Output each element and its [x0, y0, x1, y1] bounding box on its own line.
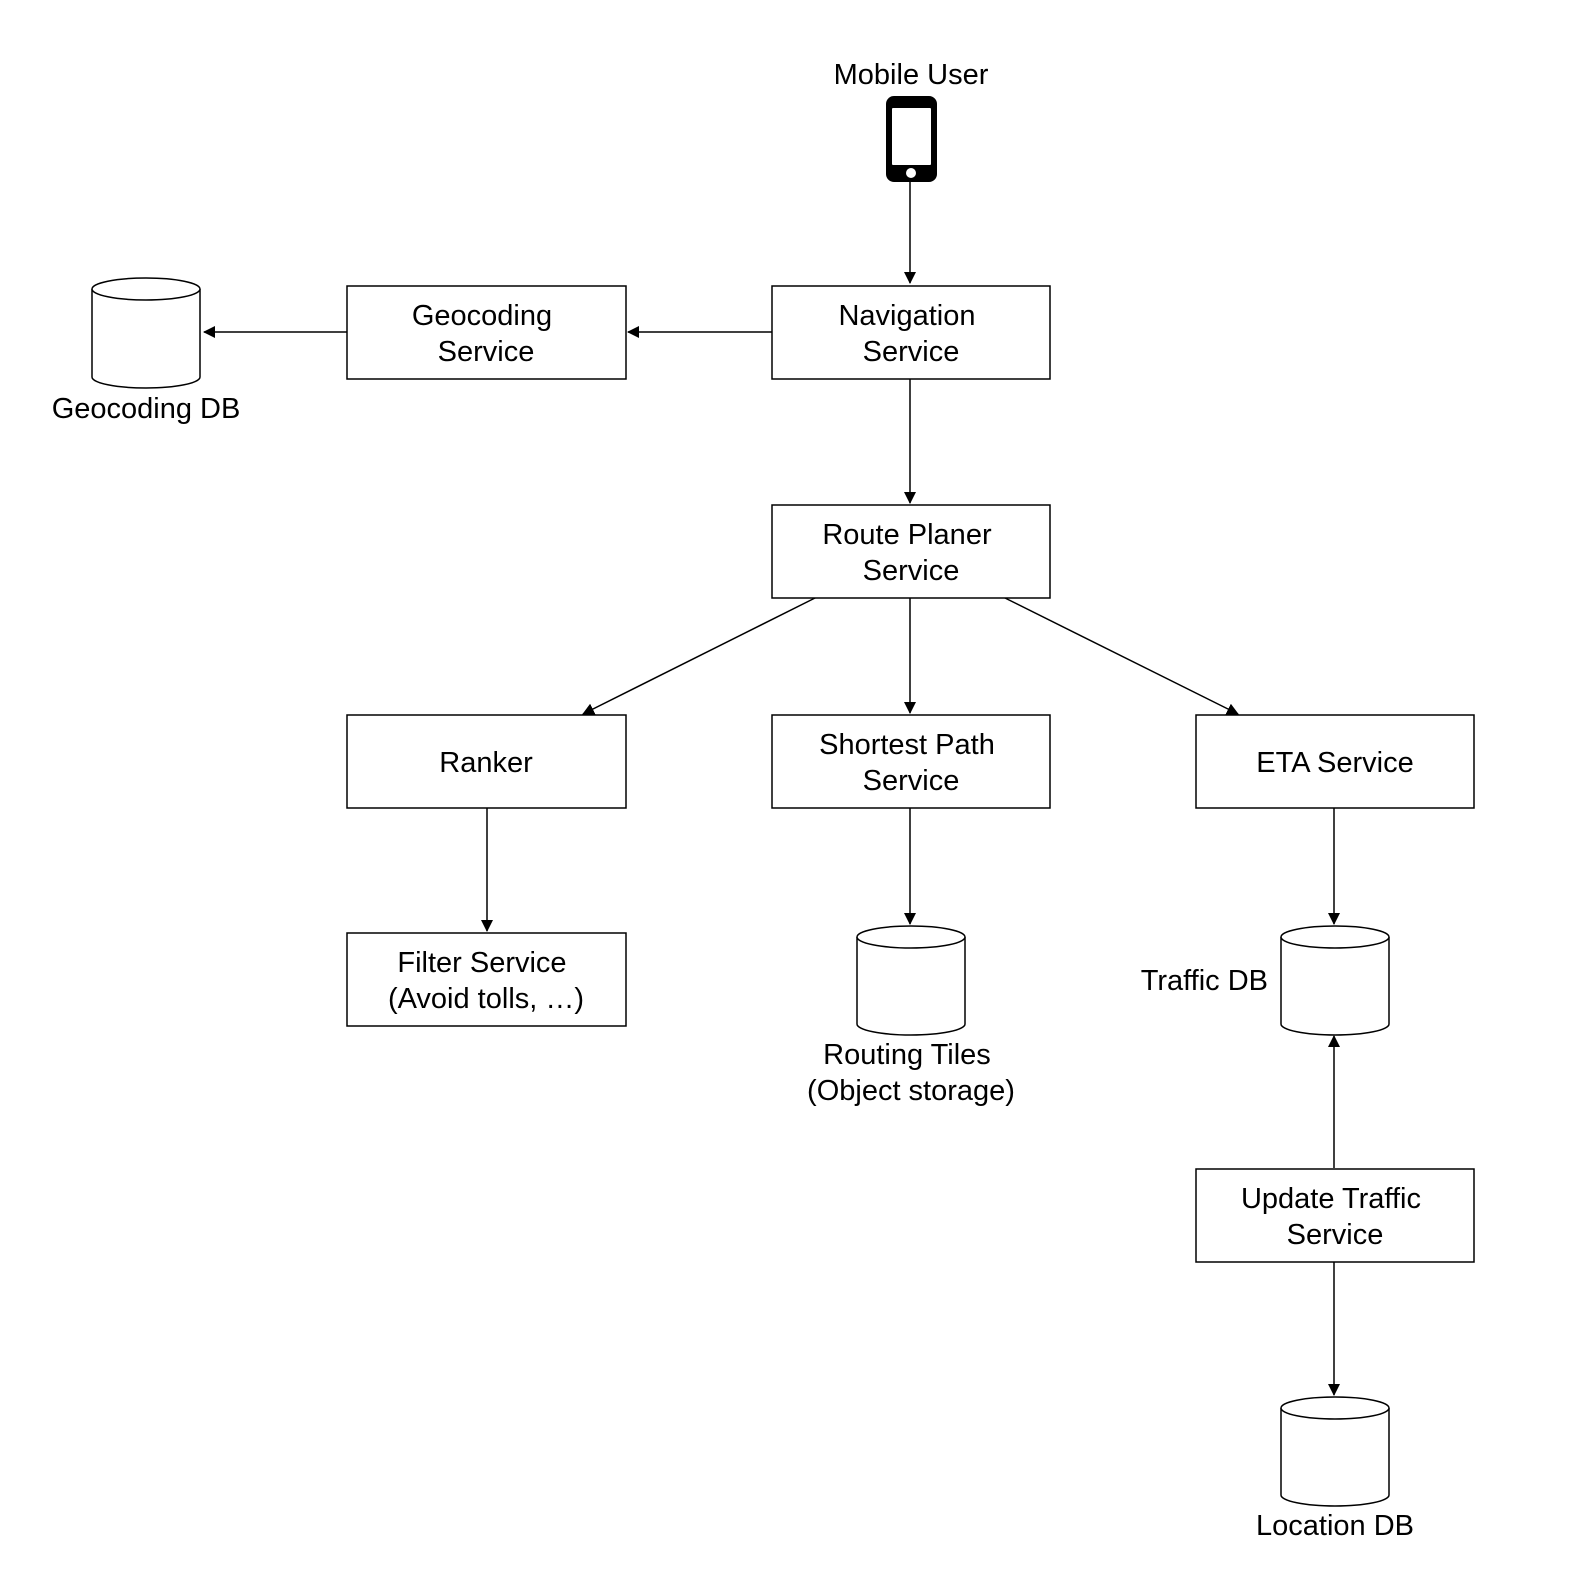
navigation-service-box: [771, 285, 1051, 380]
shortest-path-service-box: [771, 714, 1051, 809]
location-db-node: Location DB: [1256, 1396, 1414, 1542]
routing-tiles-cylinder-icon: [856, 937, 966, 1036]
traffic-db-label: Traffic DB: [1141, 965, 1268, 997]
traffic-db-cylinder-icon: [1280, 937, 1390, 1036]
routing-tiles-label: Routing Tiles (Object storage): [807, 1039, 1015, 1107]
geocoding-db-node: Geocoding DB: [52, 277, 241, 425]
edge-route-planer-to-eta: [1002, 596, 1239, 715]
filter-service-node: Filter Service (Avoid tolls, …): [346, 932, 627, 1027]
mobile-user-label: Mobile User: [834, 59, 989, 91]
mobile-user: Mobile User: [834, 59, 989, 182]
shortest-path-service-node: Shortest Path Service: [771, 714, 1051, 809]
shortest-path-service-label: Shortest Path Service: [819, 729, 1003, 797]
ranker-label: Ranker: [439, 747, 533, 779]
ranker-box: [346, 714, 627, 809]
geocoding-service-box: [346, 285, 627, 380]
location-db-cylinder-icon: [1280, 1408, 1390, 1507]
routing-tiles-node: Routing Tiles (Object storage): [807, 925, 1015, 1107]
navigation-service-label: Navigation Service: [838, 300, 983, 368]
update-traffic-service-label: Update Traffic Service: [1241, 1183, 1429, 1251]
geocoding-service-node: Geocoding Service: [346, 285, 627, 380]
filter-service-box: [346, 932, 627, 1027]
route-planer-service-box: [771, 504, 1051, 599]
geocoding-db-cylinder-icon: [91, 289, 201, 389]
eta-service-box: [1195, 714, 1475, 809]
edge-route-planer-to-ranker: [582, 596, 818, 715]
ranker-node: Ranker: [346, 714, 627, 809]
location-db-label: Location DB: [1256, 1510, 1414, 1542]
navigation-service-node: Navigation Service: [771, 285, 1051, 380]
mobile-phone-icon: [886, 96, 937, 182]
route-planer-service-node: Route Planer Service: [771, 504, 1051, 599]
eta-service-label: ETA Service: [1256, 747, 1413, 779]
geocoding-db-label: Geocoding DB: [52, 393, 241, 425]
update-traffic-service-node: Update Traffic Service: [1195, 1168, 1475, 1263]
eta-service-node: ETA Service: [1195, 714, 1475, 809]
update-traffic-service-box: [1195, 1168, 1475, 1263]
edges: [203, 182, 1340, 1396]
geocoding-service-label: Geocoding Service: [412, 300, 560, 368]
filter-service-label: Filter Service (Avoid tolls, …): [388, 947, 584, 1015]
route-planer-service-label: Route Planer Service: [822, 519, 999, 587]
traffic-db-node: Traffic DB: [1141, 925, 1390, 1036]
